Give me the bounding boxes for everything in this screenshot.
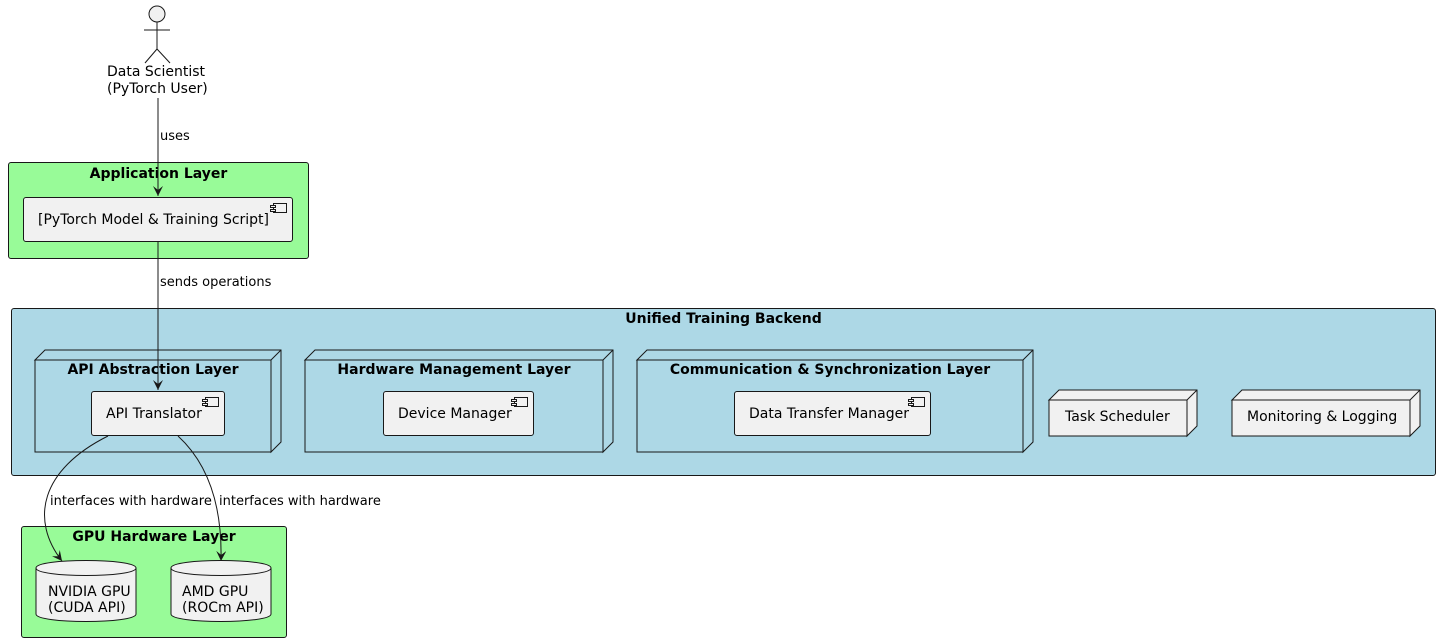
pytorch-model-component[interactable]: [PyTorch Model & Training Script]	[23, 197, 293, 242]
edge-interfaces-nvidia	[44, 435, 109, 562]
nvidia-gpu-label-line2: (CUDA API)	[48, 600, 126, 616]
monitoring-logging-label[interactable]: Monitoring & Logging	[1247, 409, 1398, 425]
data-transfer-manager-label: Data Transfer Manager	[749, 405, 909, 422]
component-icon	[202, 397, 219, 407]
device-manager-component[interactable]: Device Manager	[383, 391, 534, 436]
communication-sync-title: Communication & Synchronization Layer	[669, 362, 991, 378]
task-scheduler-node	[1047, 389, 1198, 438]
backend-title: Unified Training Backend	[625, 311, 822, 327]
amd-gpu-label-line1: AMD GPU	[182, 584, 249, 600]
edge-label-sends-operations: sends operations	[160, 275, 272, 290]
monitoring-logging-node	[1230, 389, 1421, 438]
component-icon	[270, 203, 287, 213]
amd-gpu-label-line2: (ROCm API)	[182, 600, 264, 616]
actor-label-line2: (PyTorch User)	[107, 81, 208, 97]
api-translator-label: API Translator	[106, 405, 202, 422]
api-abstraction-title: API Abstraction Layer	[67, 362, 239, 378]
task-scheduler-label[interactable]: Task Scheduler	[1065, 409, 1170, 425]
actor-stick-figure	[144, 5, 171, 64]
hardware-management-title: Hardware Management Layer	[337, 362, 571, 378]
data-transfer-manager-component[interactable]: Data Transfer Manager	[734, 391, 931, 436]
gpu-layer-title: GPU Hardware Layer	[72, 529, 236, 545]
device-manager-label: Device Manager	[398, 405, 512, 422]
component-icon	[511, 397, 528, 407]
edge-label-interfaces-amd: interfaces with hardware	[219, 494, 381, 509]
amd-gpu-database	[170, 560, 272, 622]
component-icon	[908, 397, 925, 407]
edge-label-interfaces-nvidia: interfaces with hardware	[50, 494, 212, 509]
actor-label-line1: Data Scientist	[107, 64, 205, 80]
edge-interfaces-amd	[177, 435, 227, 562]
edge-label-uses: uses	[160, 129, 190, 144]
nvidia-gpu-database	[35, 560, 137, 622]
nvidia-gpu-label-line1: NVIDIA GPU	[48, 584, 131, 600]
pytorch-model-label: [PyTorch Model & Training Script]	[38, 211, 270, 228]
api-translator-component[interactable]: API Translator	[91, 391, 225, 436]
